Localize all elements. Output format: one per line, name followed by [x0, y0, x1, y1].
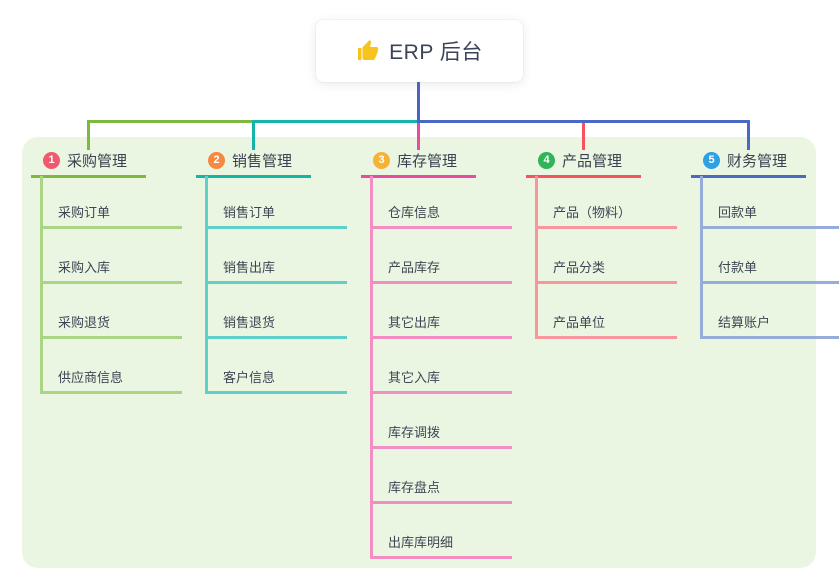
branch-header-4[interactable]: 4 产品管理	[538, 149, 622, 171]
child-node[interactable]: 供应商信息	[40, 365, 182, 394]
branch-underline-5	[691, 175, 806, 178]
child-node[interactable]: 客户信息	[205, 365, 347, 394]
branch-drop-line-2	[252, 120, 255, 150]
branch-drop-line-1	[87, 120, 90, 150]
child-node[interactable]: 产品分类	[535, 255, 677, 284]
root-node-erp-backend[interactable]: ERP 后台	[316, 20, 523, 82]
child-node[interactable]: 产品单位	[535, 310, 677, 339]
child-node[interactable]: 付款单	[700, 255, 839, 284]
child-node[interactable]: 产品库存	[370, 255, 512, 284]
branch-label: 产品管理	[562, 152, 623, 170]
branch-header-2[interactable]: 2 销售管理	[208, 149, 292, 171]
child-node[interactable]: 其它入库	[370, 365, 512, 394]
branch-header-1[interactable]: 1 采购管理	[43, 149, 127, 171]
thumbs-up-icon	[358, 40, 379, 60]
branch-underline-3	[361, 175, 476, 178]
branch-drop-line-5	[747, 120, 750, 150]
child-node[interactable]: 回款单	[700, 200, 839, 229]
branch-number-badge: 5	[703, 151, 720, 169]
bus-segment-mid-teal	[252, 120, 420, 123]
child-node[interactable]: 结算账户	[700, 310, 839, 339]
branch-number-badge: 2	[208, 151, 225, 169]
root-stem-line	[417, 82, 420, 123]
branch-child-spine-4	[535, 176, 538, 339]
branch-label: 采购管理	[67, 152, 128, 170]
root-title: ERP 后台	[389, 41, 483, 64]
child-node[interactable]: 库存调拨	[370, 420, 512, 449]
child-node[interactable]: 采购入库	[40, 255, 182, 284]
branches-panel	[22, 137, 816, 568]
child-node[interactable]: 其它出库	[370, 310, 512, 339]
child-node[interactable]: 销售出库	[205, 255, 347, 284]
branch-number-badge: 4	[538, 151, 555, 169]
branch-child-spine-2	[205, 176, 208, 394]
branch-drop-line-4	[582, 120, 585, 150]
child-node[interactable]: 出库库明细	[370, 530, 512, 559]
branch-underline-4	[526, 175, 641, 178]
branch-child-spine-3	[370, 176, 373, 559]
branch-label: 库存管理	[397, 152, 458, 170]
branch-header-5[interactable]: 5 财务管理	[703, 149, 787, 171]
branch-drop-line-3	[417, 120, 420, 150]
child-node[interactable]: 库存盘点	[370, 475, 512, 504]
child-node[interactable]: 采购订单	[40, 200, 182, 229]
branch-label: 财务管理	[727, 152, 788, 170]
child-node[interactable]: 销售订单	[205, 200, 347, 229]
branch-header-3[interactable]: 3 库存管理	[373, 149, 457, 171]
child-node[interactable]: 销售退货	[205, 310, 347, 339]
branch-number-badge: 3	[373, 151, 390, 169]
bus-segment-right-blue	[417, 120, 750, 123]
branch-child-spine-1	[40, 176, 43, 394]
child-node[interactable]: 采购退货	[40, 310, 182, 339]
child-node[interactable]: 仓库信息	[370, 200, 512, 229]
branch-number-badge: 1	[43, 151, 60, 169]
bus-segment-left-green	[87, 120, 254, 123]
branch-child-spine-5	[700, 176, 703, 339]
branch-label: 销售管理	[232, 152, 293, 170]
branch-underline-1	[31, 175, 146, 178]
branch-underline-2	[196, 175, 311, 178]
child-node[interactable]: 产品（物料）	[535, 200, 677, 229]
